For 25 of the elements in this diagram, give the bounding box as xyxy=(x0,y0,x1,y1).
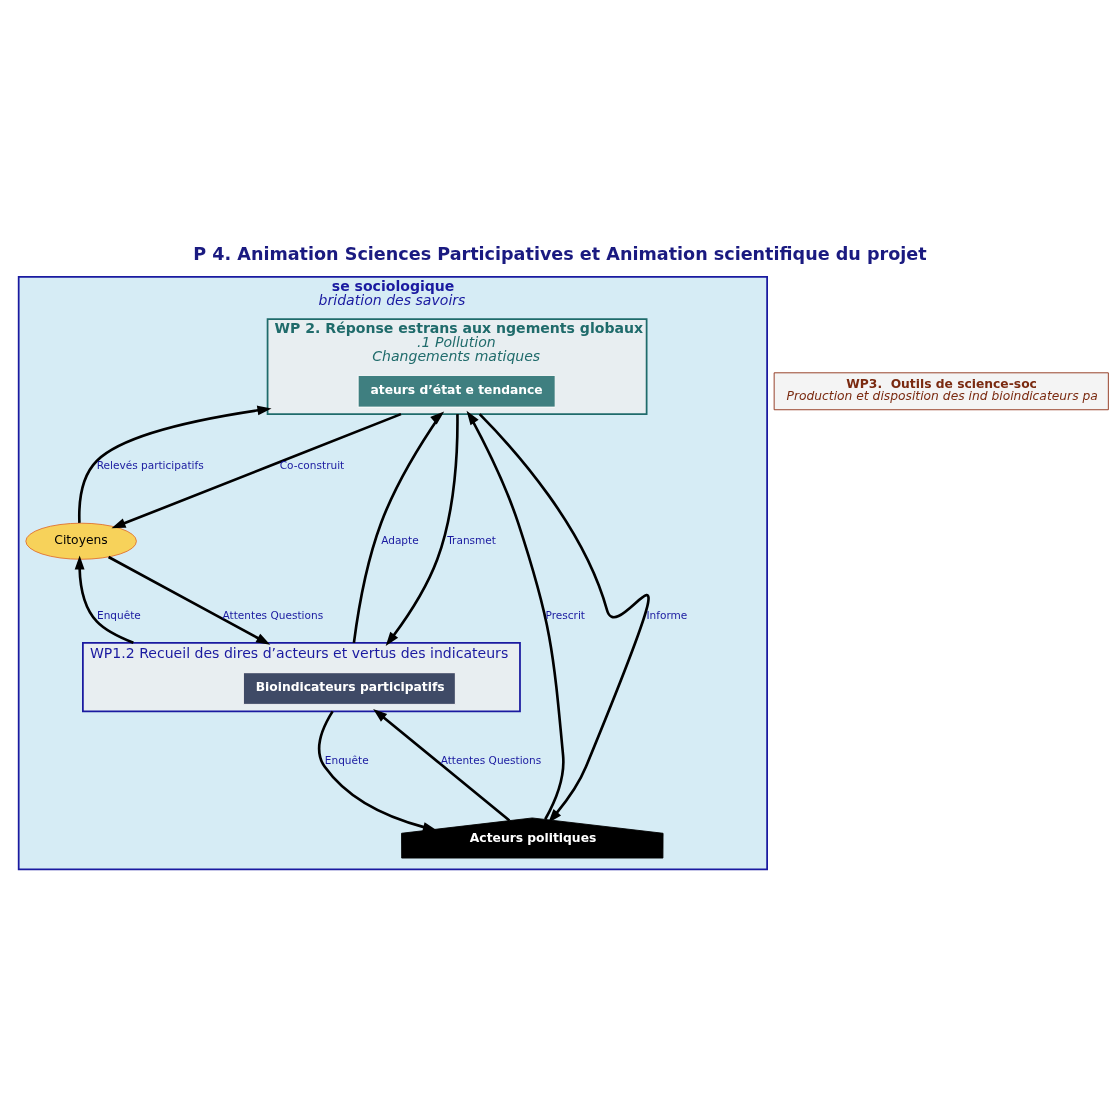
diagram-title: P 4. Animation Sciences Participatives et Animation scientifique du projet xyxy=(193,244,927,265)
edge-label: Prescrit xyxy=(545,608,586,621)
arrow xyxy=(373,708,511,822)
edge-label: Attentes Questions xyxy=(222,608,324,621)
arrow xyxy=(478,413,650,823)
arrow xyxy=(107,555,271,645)
arrow xyxy=(466,410,565,820)
arrow xyxy=(78,405,272,523)
edge-label: Transmet xyxy=(447,533,496,546)
arrow xyxy=(111,412,402,529)
edge-label: Informe xyxy=(646,608,688,621)
edge-label: Co-construit xyxy=(279,459,345,472)
node-box: WP3. Outils de science-soc Production et disposition des ind bioindicateurs pa xyxy=(773,372,1109,411)
edge-label: Relevés participatifs xyxy=(96,459,204,472)
arrow xyxy=(74,555,134,645)
edge-label: Adapte xyxy=(381,533,419,546)
edge-label: Enquête xyxy=(97,608,141,621)
node-box: ateurs d’état e tendance xyxy=(357,375,556,408)
edge-label: Enquête xyxy=(324,753,369,766)
edge-label: Attentes Questions xyxy=(440,753,542,766)
node-ellipse: Citoyens xyxy=(25,522,137,560)
arrow xyxy=(352,411,445,643)
arrow xyxy=(385,414,459,646)
arrow xyxy=(318,710,438,832)
node-box: Bioindicateurs participatifs xyxy=(242,672,456,705)
